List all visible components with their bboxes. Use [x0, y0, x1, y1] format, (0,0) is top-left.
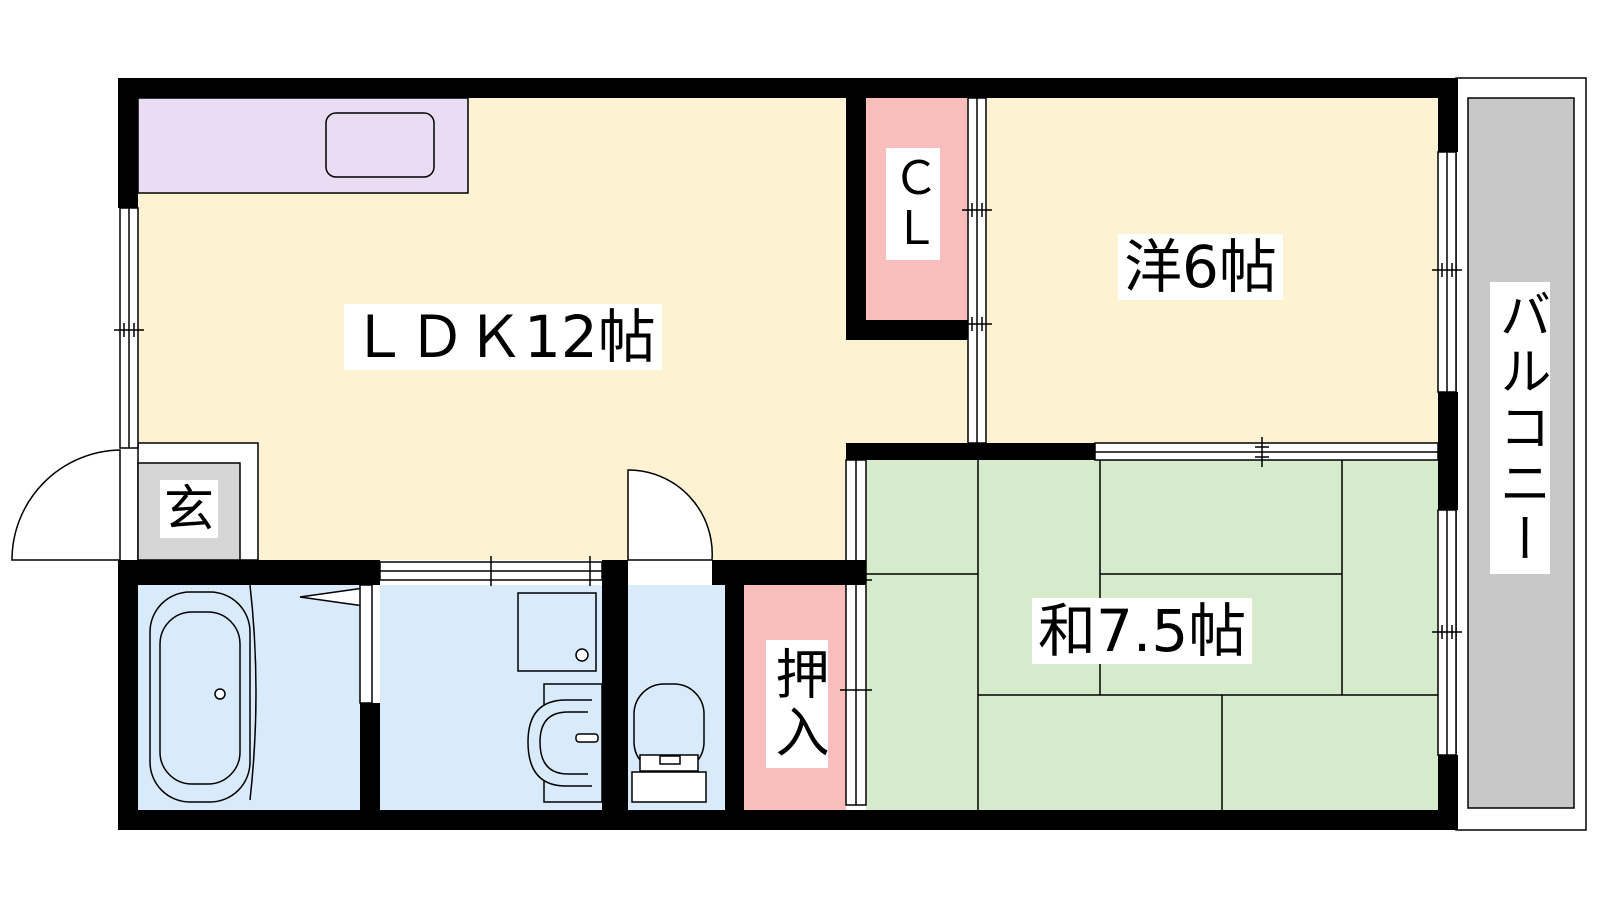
bathtub-inner — [159, 611, 241, 785]
door-tick-marks — [114, 203, 1462, 691]
closet-label: ＣＬ — [886, 148, 940, 260]
entrance-door — [11, 449, 121, 561]
walls — [118, 78, 1458, 830]
tatami-lines — [866, 460, 1456, 810]
washing-machine — [517, 592, 597, 672]
ldk-room-label: ＬＤＫ12帖 — [344, 304, 662, 370]
washing-machine-dial — [575, 648, 589, 662]
washbasin-bowl — [527, 699, 592, 787]
washbasin-faucet — [575, 733, 599, 743]
oshiire-label: 押入 — [766, 640, 829, 768]
bathroom-door — [249, 584, 257, 801]
japanese-room-label: 和7.5帖 — [1032, 598, 1253, 664]
toilet-door — [627, 469, 713, 561]
kitchen-sink — [325, 112, 435, 178]
bathtub — [149, 591, 251, 803]
western-room-label: 洋6帖 — [1118, 234, 1283, 300]
bathtub-drain — [214, 688, 226, 700]
toilet-tank — [631, 771, 707, 803]
balcony-label: バルコニー — [1490, 282, 1550, 574]
entrance-label: 玄 — [160, 480, 218, 538]
washbasin-inner — [539, 711, 588, 775]
toilet-tank-lid — [659, 755, 681, 765]
